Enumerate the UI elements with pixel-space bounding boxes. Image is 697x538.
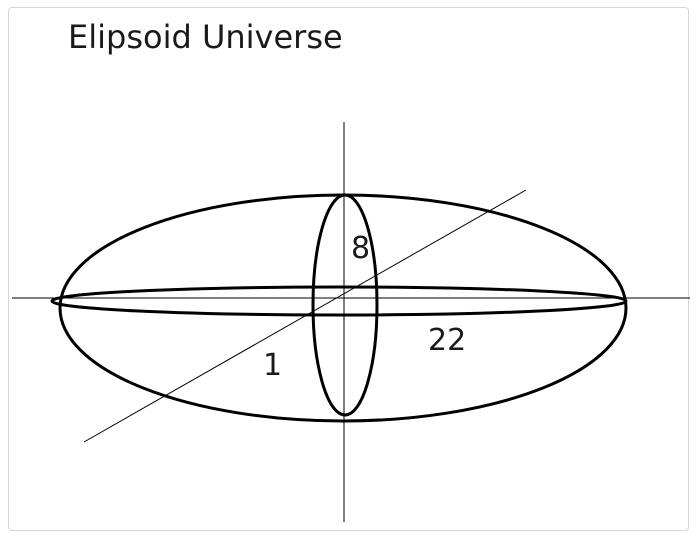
label-8: 8 <box>351 231 370 266</box>
vertical-ellipse <box>311 193 379 417</box>
diagram-frame <box>8 7 689 531</box>
diagram-title: Elipsoid Universe <box>68 18 343 56</box>
label-22: 22 <box>428 323 466 358</box>
flat-ellipse <box>50 285 628 317</box>
outer-ellipse <box>58 193 628 423</box>
label-1: 1 <box>263 348 282 383</box>
